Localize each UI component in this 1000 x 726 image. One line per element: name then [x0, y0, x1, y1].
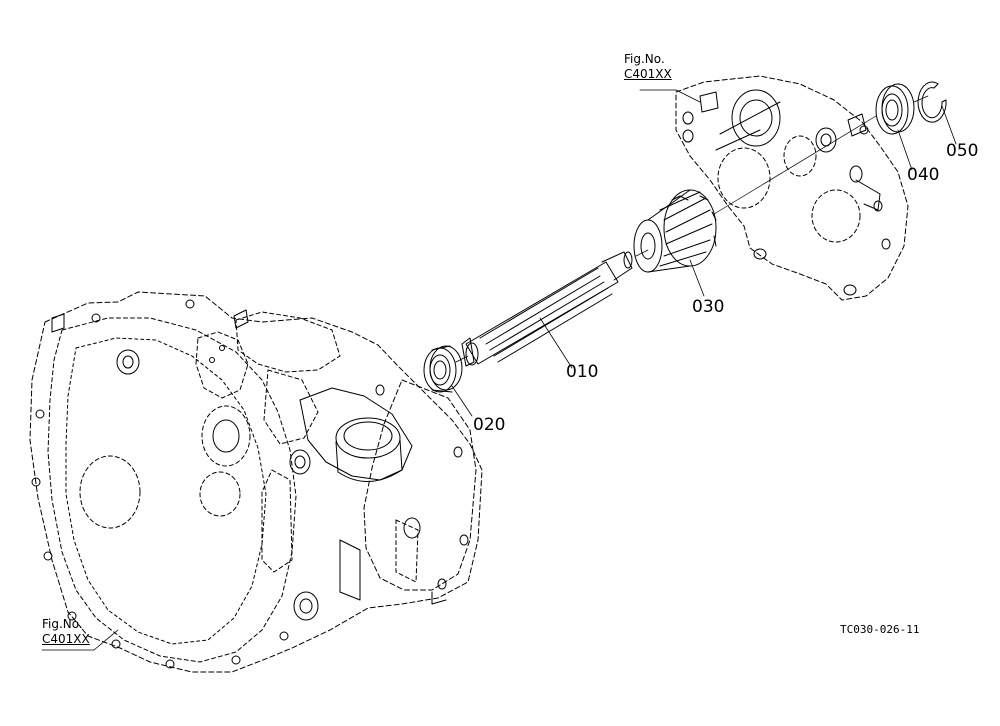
part-label-030: 030 [692, 297, 725, 317]
transmission-housing [29, 291, 483, 673]
bearing-040 [875, 83, 915, 135]
figure-ref-bottom: Fig.No. C401XX [42, 617, 90, 647]
figure-ref-top: Fig.No. C401XX [624, 52, 672, 82]
leader-lines [41, 89, 957, 651]
assembly-centerlines [455, 95, 929, 363]
part-label-010: 010 [566, 362, 599, 382]
figure-ref-top-caption: Fig.No. [624, 52, 665, 66]
figure-ref-top-code: C401XX [624, 67, 672, 81]
part-label-040: 040 [907, 165, 940, 185]
part-label-050: 050 [946, 141, 979, 161]
snap-ring-050 [917, 81, 947, 123]
shaft-010 [461, 251, 633, 367]
bearing-020 [423, 345, 463, 393]
drawing-id: TC030-026-11 [840, 623, 920, 636]
figure-ref-bottom-code: C401XX [42, 632, 90, 646]
part-label-020: 020 [473, 415, 506, 435]
front-cover [675, 75, 909, 301]
gear-030 [633, 189, 717, 273]
figure-ref-bottom-caption: Fig.No. [42, 617, 83, 631]
